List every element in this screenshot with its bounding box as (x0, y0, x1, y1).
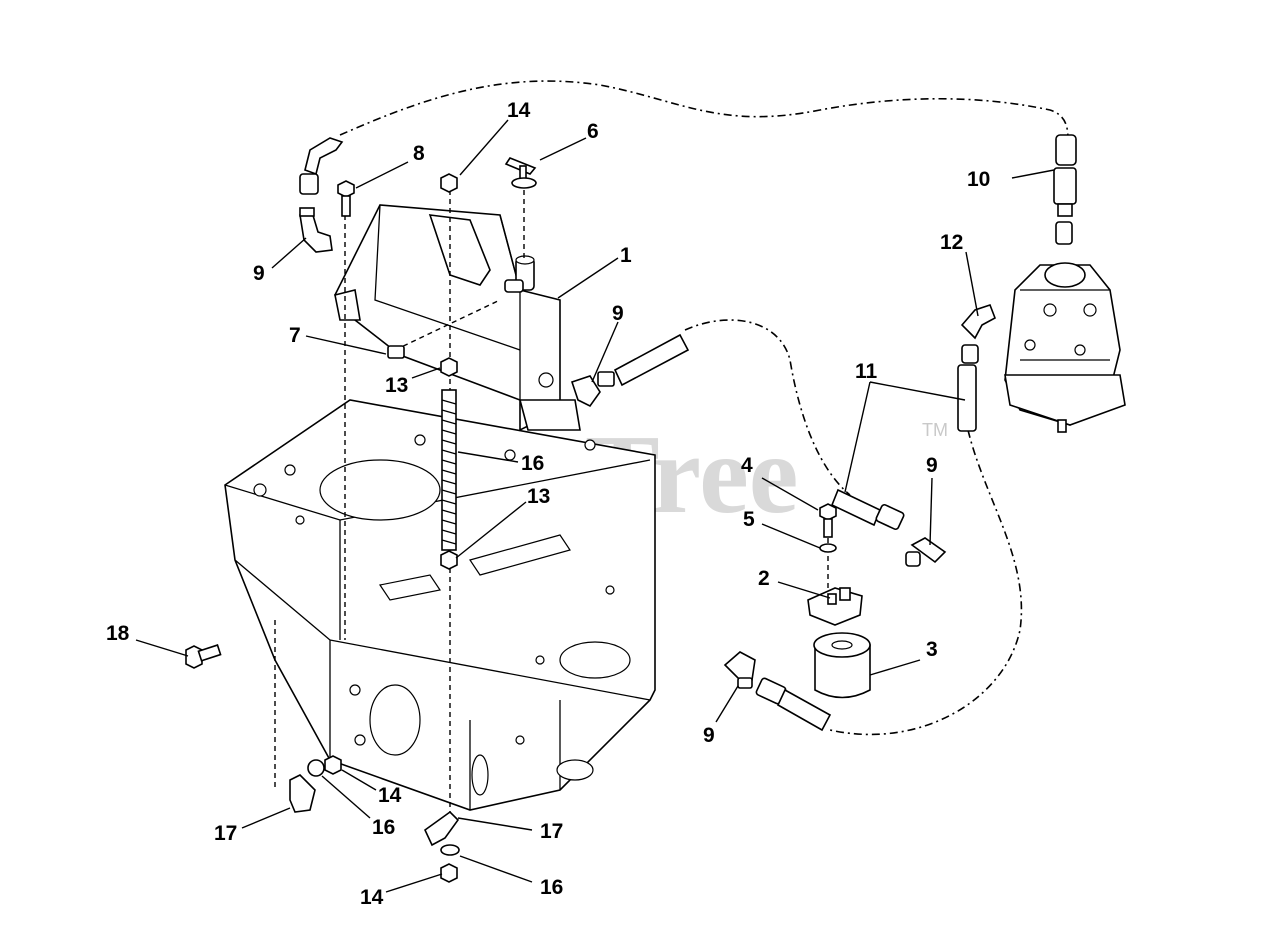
washer-16-bottom (440, 844, 460, 856)
watermark-trademark: TM (922, 420, 948, 440)
callout-14-top: 14 (507, 99, 531, 122)
callout-9-right: 9 (926, 454, 938, 477)
nut-14-top (440, 173, 458, 193)
hose-end-10 (1053, 134, 1077, 245)
elbow-fitting-9-left (299, 207, 333, 253)
elbow-fitting-9-right (905, 537, 947, 567)
callout-16-left: 16 (372, 816, 395, 839)
elbow-fitting-9-lower (723, 651, 756, 689)
callout-13-upper: 13 (385, 374, 408, 397)
hydraulic-pump (1004, 262, 1126, 433)
hose-assembly-cooler-outlet (570, 333, 690, 408)
nut-14-bottom (440, 863, 458, 883)
callout-5: 5 (743, 508, 755, 531)
nut-13-lower (440, 550, 458, 570)
callout-labels: 14 6 8 1 9 7 9 13 16 13 10 12 11 4 5 9 2… (106, 99, 990, 909)
callout-16-bottom: 16 (540, 876, 563, 899)
washer-16-left (307, 759, 325, 777)
bolt-8 (337, 180, 355, 217)
callout-11: 11 (855, 360, 878, 383)
callout-10: 10 (967, 168, 990, 191)
chassis-frame (224, 399, 656, 811)
assembly-line-fitting7 (394, 299, 501, 351)
callout-17-bottom: 17 (540, 820, 563, 843)
callout-9-lower: 9 (703, 724, 715, 747)
filter-hose-line (684, 319, 851, 496)
nut-14-left (324, 755, 342, 775)
callout-13-lower: 13 (527, 485, 550, 508)
return-hose-line (339, 80, 1069, 141)
callout-6: 6 (587, 120, 599, 143)
callout-14-bottom: 14 (360, 886, 384, 909)
bolt-4 (819, 503, 837, 538)
filter-head (807, 587, 863, 626)
hose-11-right (957, 364, 977, 432)
leader-lines (135, 119, 1055, 893)
clamp-17-bottom (423, 810, 460, 847)
callout-18: 18 (106, 622, 130, 645)
callout-2: 2 (758, 567, 770, 590)
oil-filter (813, 632, 871, 699)
callout-17-left: 17 (214, 822, 237, 845)
callout-7: 7 (289, 324, 301, 347)
callout-15: 16 (521, 452, 544, 475)
callout-9-left: 9 (253, 262, 265, 285)
hose-11 (830, 488, 905, 531)
fitting-7 (387, 345, 405, 359)
filler-cap (504, 157, 537, 189)
callout-12: 12 (940, 231, 963, 254)
callout-14-left: 14 (378, 784, 402, 807)
nut-13-upper (440, 357, 458, 377)
washer-5 (819, 543, 837, 553)
callout-9-cooler: 9 (612, 302, 624, 325)
callout-4: 4 (741, 454, 753, 477)
hose-end-top-left (299, 137, 344, 195)
callout-8: 8 (413, 142, 425, 165)
bolt-18 (185, 644, 222, 669)
clamp-17-left (289, 774, 316, 813)
callout-1: 1 (620, 244, 632, 267)
callout-3: 3 (926, 638, 938, 661)
hose-lower (755, 677, 832, 732)
threaded-stud (441, 389, 457, 551)
oil-cooler (334, 204, 581, 432)
elbow-fitting-12 (960, 303, 996, 364)
